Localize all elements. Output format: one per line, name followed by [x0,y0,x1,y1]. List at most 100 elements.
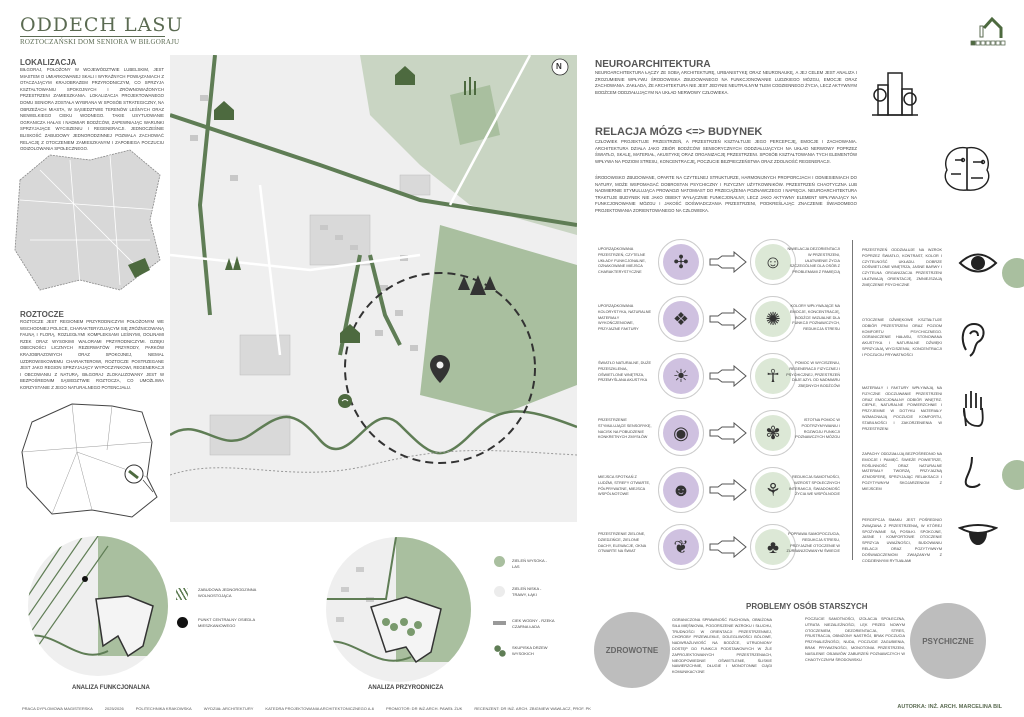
natural-analysis-map [326,537,471,682]
row-cause-text: Przestrzenie zielone, dziedzińce, zielon… [598,532,646,554]
psych-circle: PSYCHICZNE [910,603,986,679]
sense-text: Materiały i faktury wpływają na fizyczne… [862,386,942,431]
row-effect-text: Pomoc w wyciszeniu, regeneracji fizyczne… [786,361,840,389]
sense-text: Zapachy oddziałują bezpośrednio na emocj… [862,452,942,491]
nose-icon [958,454,988,499]
lokalizacja-text: Biłgoraj, położony w województwie lubels… [20,67,164,152]
neuro-heading: NEUROARCHITEKTURA [595,59,711,70]
author: AUTORKA: INŻ. ARCH. MARCELINA BIL [897,704,1002,710]
footer-item: Politechnika Krakowska [135,706,192,711]
row-cause-text: Światło naturalne, duże przeszklenia, oś… [598,361,652,383]
senses-divider [852,240,853,560]
green-city-icon: ♣ [750,524,796,570]
north-arrow: N [556,62,562,71]
people-talking-icon: ☻ [658,467,704,513]
functional-analysis-map [28,536,168,676]
person-nature-icon: ❦ [658,524,704,570]
relation-row: Przestrzenie stymulujące sensorykę, naci… [596,408,846,460]
footer-item: Katedra Projektowania Architektonicznego… [265,706,374,711]
arrow-right-icon [708,364,748,392]
psych-text: Poczucie samotności, izolacja społeczna,… [805,617,905,662]
problemy-heading: PROBLEMY OSÓB STARSZYCH [746,602,868,611]
icon-fill: ☥ [755,358,791,394]
point-legend-icon [177,617,188,628]
poland-map [12,392,167,527]
icon-fill: ❖ [663,301,699,337]
arrow-right-icon [708,250,748,278]
icon-fill: ☀ [663,358,699,394]
hand-icon [958,388,988,433]
neuro-text: Neuroarchitektura łączy ze sobą architek… [595,70,857,95]
roztocze-heading: ROZTOCZE [20,310,64,319]
sense-text: Przestrzeń oddziałuje na wzrok poprzez ś… [862,248,942,287]
legend-zielen-niska: Zieleń niska - trawy, łąki [512,586,542,597]
relation-row: Uporządkowana kolorystyka, naturalne mat… [596,294,846,346]
relation-row: Przestrzenie zielone, dziedzińce, zielon… [596,522,846,574]
icon-fill: ☻ [663,472,699,508]
row-effect-text: Poprawa samopoczucia, redukcja stresu, p… [786,532,840,554]
ear-icon [958,320,988,365]
icon-fill: ◉ [663,415,699,451]
legend-skupiska-drzew: Skupiska drzew wysokich [512,645,548,656]
icon-fill: ✾ [755,415,791,451]
bilgoraj-city-map [10,140,165,300]
green-accent-circle [1002,258,1024,288]
relation-row: Miejsca spotkań z ludźmi, strefy otwarte… [596,465,846,517]
poster-subtitle: ROZTOCZAŃSKI DOM SENIORA W BIŁGORAJU [20,38,180,46]
sunrise-icon: ☀ [658,353,704,399]
footer-item: Recenzent: dr inż. arch. Zbigniew Wawlac… [474,706,591,711]
row-effect-text: Kolory wpływające na emocje, koncentracj… [790,304,840,332]
poster-title: ODDECH LASU [20,14,184,36]
icon-fill: ✣ [663,244,699,280]
health-circle: ZDROWOTNE [594,612,670,688]
row-effect-text: Niwelacja dezorientacji w przestrzeni, u… [787,247,840,275]
sense-text: Percepcja smaku jest pośrednio związana … [862,518,942,563]
roztocze-text: Roztocze jest regionem przyrodniczym poł… [20,319,164,390]
icon-fill: ☺ [755,244,791,280]
arrow-right-icon [708,421,748,449]
logo-icon [968,12,1008,48]
functional-analysis-title: ANALIZA FUNKCJONALNA [72,685,150,691]
sense-text: Otoczenie dźwiękowe kształtuje odbiór pr… [862,318,942,357]
meadow-legend-icon [494,586,505,597]
legend-zielen-wysoka: Zieleń wysoka - las [512,558,547,569]
icon-fill: ✺ [755,301,791,337]
color-palette-icon: ✺ [750,296,796,342]
row-cause-text: Przestrzenie stymulujące sensorykę, naci… [598,418,652,440]
site-map[interactable]: N [170,55,577,522]
building-city-icon [870,65,920,120]
brain-icon [937,140,997,200]
row-cause-text: Uporządkowana przestrzeń, czytelne układ… [598,247,646,275]
senses-eye-icon: ◉ [658,410,704,456]
footer: Praca dyplomowa magisterska 2025/2026 Poli… [22,706,591,711]
relacja-text-2: Środowisko zbudowane, oparte na czytelne… [595,175,857,213]
arrow-right-icon [708,535,748,563]
network-icon: ✣ [658,239,704,285]
legend-zabudowa: Zabudowa jednorodzinna wolnostojąca [198,587,257,598]
footer-item: Promotor: dr inż.arch. Paweł Żuk [385,706,463,711]
footer-item: Wydział Architektury [203,706,254,711]
materials-icon: ❖ [658,296,704,342]
footer-item: 2025/2026 [104,706,124,711]
footer-item: Praca dyplomowa magisterska [22,706,93,711]
title-divider [20,36,165,37]
row-effect-text: Istotna pomoc w podtrzymywaniu i rozwoju… [795,418,840,440]
eye-icon [958,250,998,281]
tongue-icon [957,520,999,555]
lokalizacja-heading: LOKALIZACJA [20,58,77,67]
green-accent-circle [1002,460,1024,490]
relation-row: Uporządkowana przestrzeń, czytelne układ… [596,237,846,289]
trees-legend-icon [494,645,506,657]
icon-fill: ♣ [755,529,791,565]
icon-fill: ❦ [663,529,699,565]
row-cause-text: Miejsca spotkań z ludźmi, strefy otwarte… [598,475,651,497]
row-cause-text: Uporządkowana kolorystyka, naturalne mat… [598,304,652,332]
head-lightbulb-icon: ☺ [750,239,796,285]
community-icon: ⚘ [750,467,796,513]
forest-legend-icon [494,556,505,567]
relacja-text-1: Człowiek projektuje przestrzeń, a przest… [595,139,857,164]
relation-row: Światło naturalne, duże przeszklenia, oś… [596,351,846,403]
row-effect-text: Redukcja samotności, wzrost społecznych … [788,475,840,497]
icon-fill: ⚘ [755,472,791,508]
meditation-icon: ☥ [750,353,796,399]
